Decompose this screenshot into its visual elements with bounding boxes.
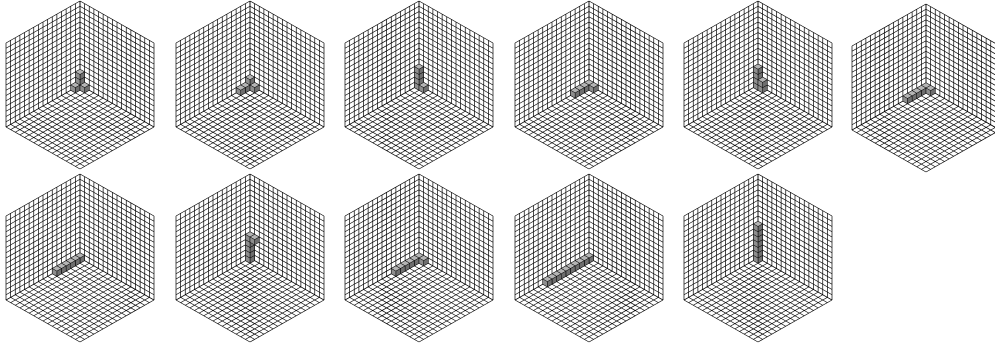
unit-cube <box>414 64 423 75</box>
hexagon-panel <box>852 4 995 172</box>
hexagon-panel <box>6 174 154 342</box>
polycube-shape <box>753 221 762 263</box>
unit-cube <box>52 266 61 277</box>
unit-cube <box>589 82 598 93</box>
hexagon-panel <box>345 1 493 169</box>
unit-cube <box>753 64 762 75</box>
hexagon-panel <box>176 1 324 169</box>
unit-cube <box>236 85 245 96</box>
unit-cube <box>543 276 552 287</box>
hexagon-panel <box>515 174 663 342</box>
unit-cube <box>753 221 762 232</box>
hexagon-panel <box>684 1 832 169</box>
unit-cube <box>245 75 254 86</box>
hexagon-panel <box>176 174 324 342</box>
unit-cube <box>926 85 935 96</box>
unit-cube <box>571 88 580 99</box>
polycube-shape <box>245 232 259 264</box>
unit-cube <box>75 69 84 80</box>
unit-cube <box>903 93 912 104</box>
hexagon-panel <box>6 1 154 169</box>
hexagon-panel <box>684 174 832 342</box>
unit-cube <box>250 234 259 245</box>
unit-cube <box>391 266 400 277</box>
unit-cube <box>419 255 428 266</box>
hexagon-panel <box>345 174 493 342</box>
hexagon-panel <box>515 1 663 169</box>
